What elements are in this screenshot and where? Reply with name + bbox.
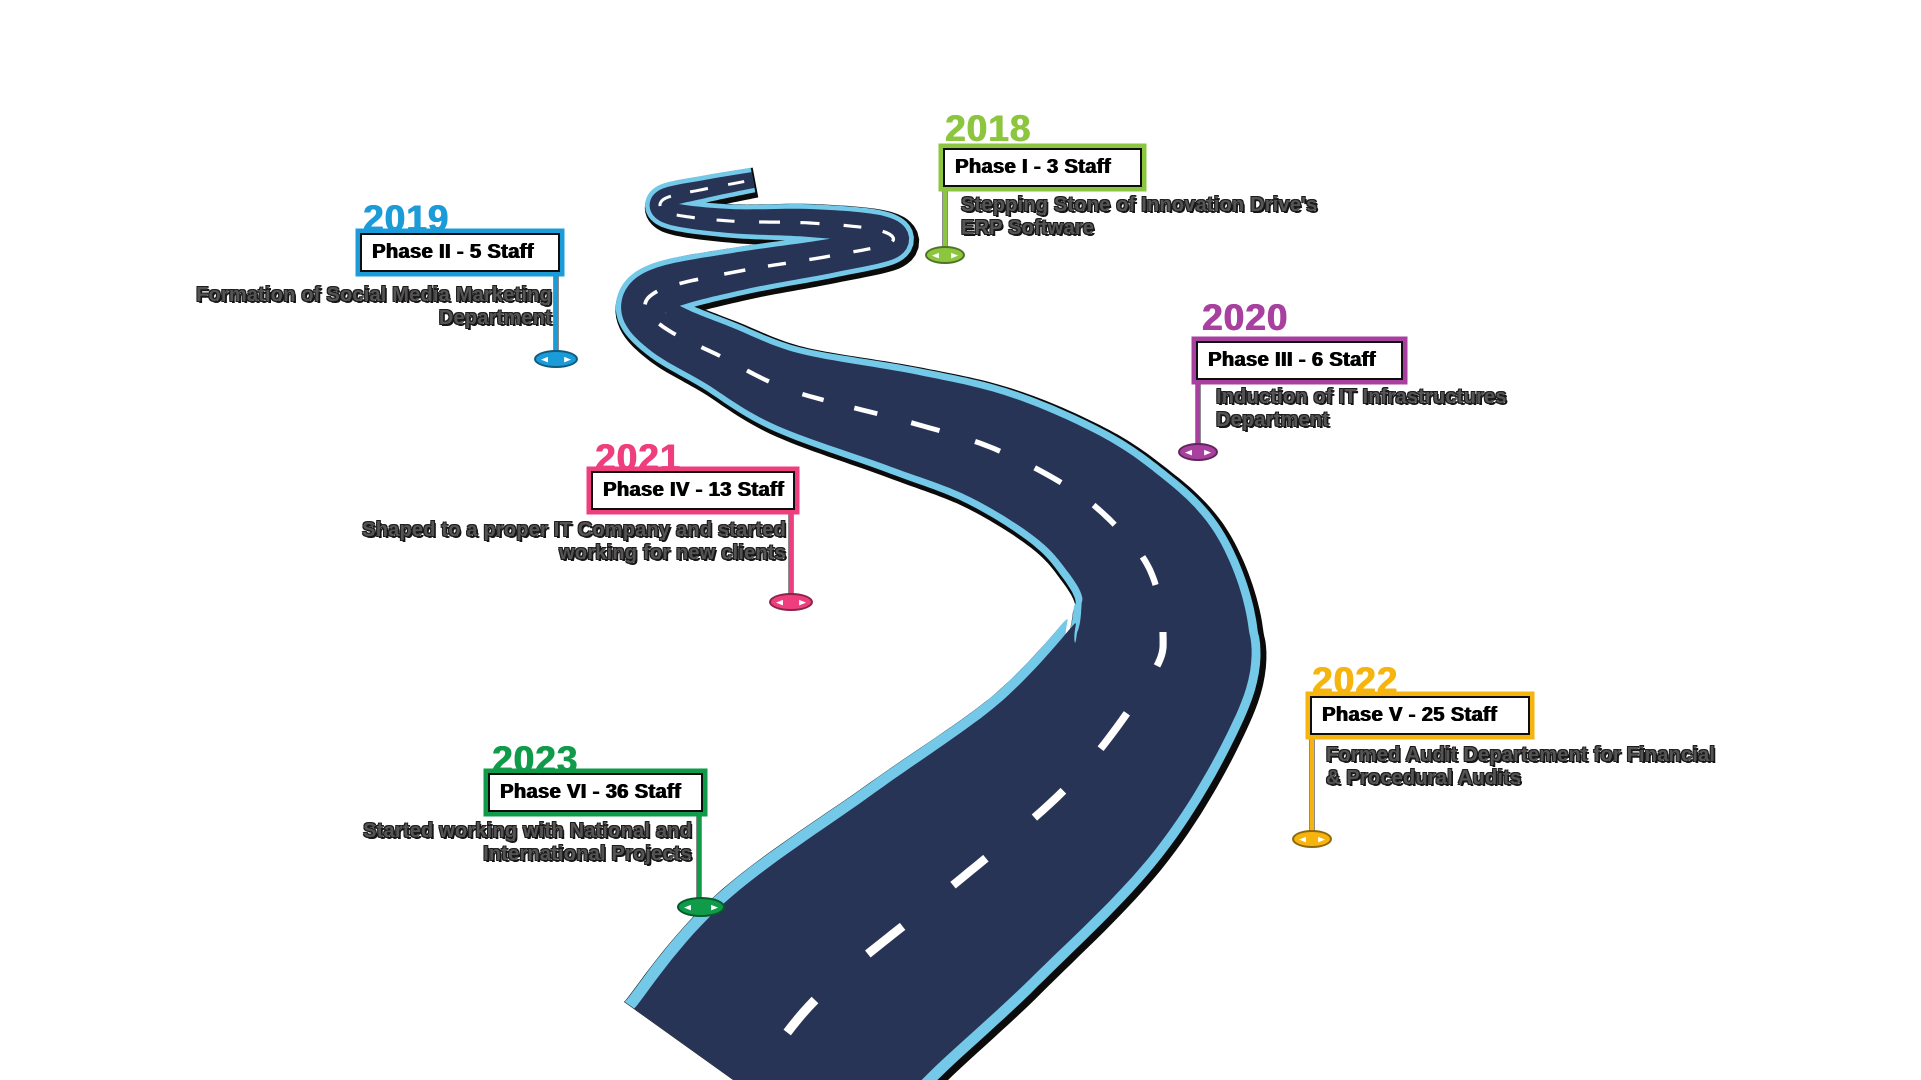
- road-dash: [689, 186, 709, 194]
- road-dash: [809, 254, 831, 262]
- road-marker: ◀ ▶: [534, 350, 578, 368]
- description-line: Stepping Stone of Innovation Drive's: [961, 194, 1318, 216]
- road-dash: [974, 439, 1002, 454]
- year-label: 2018: [945, 108, 1032, 149]
- road-dash: [1091, 502, 1117, 527]
- description-line: Started working with National and: [363, 820, 692, 842]
- milestone-description: Formation of Social Media Marketing Depa…: [122, 284, 552, 330]
- road-dash: [658, 194, 672, 207]
- left-arrow-icon: ◀: [932, 250, 939, 259]
- road-layer: [621, 172, 1252, 1080]
- description-line: ERP Software: [961, 217, 1095, 239]
- road-dash: [783, 996, 819, 1036]
- road-dash: [843, 223, 862, 229]
- road-marker: ◀ ▶: [1292, 830, 1332, 848]
- phase-badge: Phase II - 5 Staff: [360, 233, 560, 272]
- road-marker: ◀ ▶: [925, 246, 965, 264]
- year-label: 2019: [363, 198, 450, 239]
- phase-badge: Phase V - 25 Staff: [1310, 696, 1530, 735]
- flag-pole: [1196, 345, 1200, 447]
- description-line: working for new clients: [559, 542, 786, 564]
- road-dash: [767, 261, 787, 268]
- left-arrow-icon: ◀: [541, 354, 548, 363]
- milestone-description: Stepping Stone of Innovation Drive's ERP…: [961, 194, 1391, 240]
- left-arrow-icon: ◀: [776, 597, 783, 606]
- road-marker: ◀ ▶: [1178, 443, 1218, 461]
- year-label: 2022: [1312, 660, 1399, 701]
- flag-pole: [943, 152, 947, 250]
- description-line: Induction of IT Infrastructures: [1216, 386, 1507, 408]
- road-dash: [745, 368, 770, 384]
- road-dash: [643, 289, 659, 305]
- phase-label: Phase IV - 13 Staff: [603, 479, 784, 501]
- phase-label: Phase V - 25 Staff: [1322, 704, 1498, 726]
- phase-badge: Phase III - 6 Staff: [1196, 341, 1403, 380]
- road-dash: [716, 218, 735, 223]
- phase-badge: Phase IV - 13 Staff: [591, 471, 795, 510]
- phase-badge: Phase VI - 36 Staff: [488, 773, 703, 812]
- description-line: Formed Audit Departement for Financial: [1326, 744, 1716, 766]
- year-label: 2021: [595, 437, 682, 478]
- left-arrow-icon: ◀: [1185, 447, 1192, 456]
- description-line: International Projects: [483, 843, 692, 865]
- right-arrow-icon: ▶: [1318, 834, 1325, 843]
- phase-badge: Phase I - 3 Staff: [943, 148, 1142, 187]
- road-dash: [679, 277, 699, 286]
- description-line: Department: [438, 307, 552, 329]
- phase-label: Phase VI - 36 Staff: [500, 781, 681, 803]
- road-dash: [1097, 711, 1131, 752]
- road-dash: [1153, 632, 1167, 668]
- road-dash: [882, 229, 896, 243]
- road-dash: [723, 268, 746, 276]
- right-arrow-icon: ▶: [1204, 447, 1211, 456]
- flag-pole: [697, 777, 701, 901]
- road-dash: [676, 213, 696, 220]
- milestone-description: Shaped to a proper IT Company and starte…: [356, 519, 786, 565]
- road-dash: [801, 391, 825, 403]
- road-marker: ◀ ▶: [769, 593, 813, 611]
- road-dash: [658, 322, 677, 337]
- right-arrow-icon: ▶: [711, 902, 718, 911]
- milestone-description: Started working with National and Intern…: [262, 820, 692, 866]
- road-dash: [1033, 465, 1063, 485]
- road-dash: [1031, 787, 1067, 821]
- description-line: Formation of Social Media Marketing: [196, 284, 552, 306]
- milestone-description: Formed Audit Departement for Financial &…: [1326, 744, 1786, 790]
- road-dash: [853, 405, 878, 417]
- description-line: & Procedural Audits: [1326, 767, 1522, 789]
- year-label: 2020: [1202, 297, 1289, 338]
- road-dash: [853, 246, 871, 254]
- road-dash: [727, 180, 745, 186]
- left-arrow-icon: ◀: [1299, 834, 1306, 843]
- flag-pole: [554, 237, 558, 354]
- milestone-description: Induction of IT Infrastructures Departme…: [1216, 386, 1646, 432]
- road-dash: [865, 922, 906, 958]
- description-line: Shaped to a proper IT Company and starte…: [362, 519, 786, 541]
- road-dash: [910, 420, 941, 434]
- right-arrow-icon: ▶: [799, 597, 806, 606]
- road-marker: ◀ ▶: [677, 897, 725, 917]
- description-line: Department: [1216, 409, 1330, 431]
- right-arrow-icon: ▶: [564, 354, 571, 363]
- road-dash: [1139, 555, 1159, 586]
- road-dash: [700, 345, 721, 358]
- left-arrow-icon: ◀: [684, 902, 691, 911]
- year-label: 2023: [492, 739, 579, 780]
- road-dash: [800, 221, 820, 226]
- flag-pole: [1310, 700, 1314, 834]
- right-arrow-icon: ▶: [951, 250, 958, 259]
- phase-label: Phase II - 5 Staff: [372, 241, 534, 263]
- road-dash: [950, 854, 989, 889]
- flag-pole: [789, 475, 793, 595]
- phase-label: Phase III - 6 Staff: [1208, 349, 1376, 371]
- phase-label: Phase I - 3 Staff: [955, 156, 1111, 178]
